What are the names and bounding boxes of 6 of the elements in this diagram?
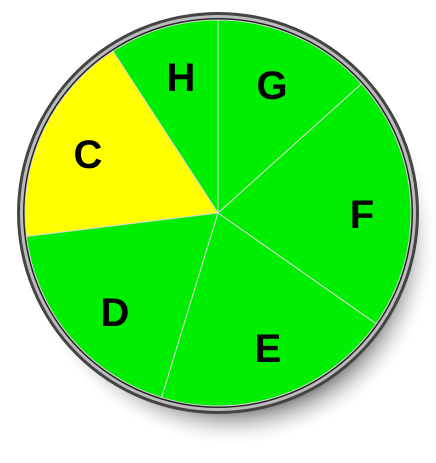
sector-label: G xyxy=(256,66,288,106)
sector-label: F xyxy=(350,195,374,235)
sector-label: C xyxy=(74,135,102,175)
sector-label: D xyxy=(100,293,130,333)
sector-label: E xyxy=(254,329,282,369)
sector-label: H xyxy=(166,58,196,98)
